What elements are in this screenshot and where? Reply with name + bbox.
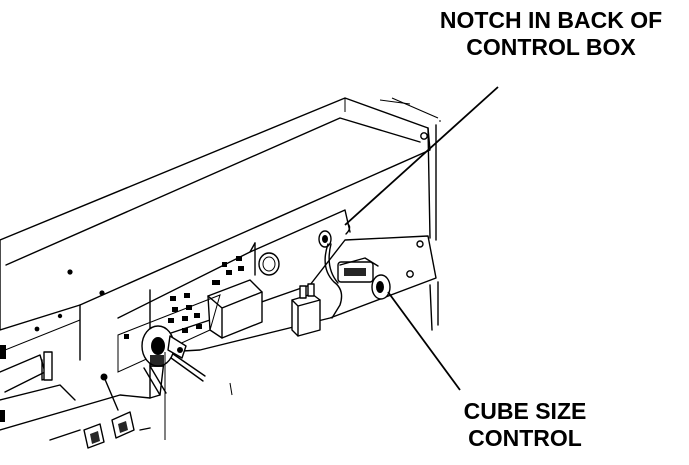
control-box-front xyxy=(0,209,351,361)
cube-size-callout-label: CUBE SIZE CONTROL xyxy=(430,398,620,452)
notch-callout-line-1: NOTCH IN BACK OF xyxy=(439,7,663,33)
cube-size-callout-line-1: CUBE SIZE xyxy=(463,398,587,424)
notch-grommet xyxy=(318,223,351,248)
cube-size-callout-line-2: CONTROL xyxy=(468,425,582,451)
lid-screw xyxy=(57,313,63,319)
lower-switch-panel xyxy=(0,345,233,449)
notch-callout-line-2: CONTROL BOX xyxy=(466,34,636,60)
lid-screw xyxy=(34,326,40,332)
notch-callout-label: NOTCH IN BACK OF CONTROL BOX xyxy=(420,7,682,61)
wire-lead xyxy=(328,243,339,284)
lid-screw xyxy=(420,132,428,140)
rotary-switch xyxy=(141,325,206,396)
cube-size-leader-line xyxy=(387,291,461,391)
terminal-block xyxy=(291,283,321,337)
lid-screw xyxy=(99,290,105,296)
wire-lead xyxy=(324,243,343,319)
cabinet-side xyxy=(391,97,441,331)
cube-size-control xyxy=(337,257,391,300)
circuit-board xyxy=(117,293,221,373)
control-box-lid xyxy=(0,97,431,332)
panel-hole xyxy=(258,252,280,276)
notch-leader-line xyxy=(344,86,499,226)
bracket-screw xyxy=(416,240,424,248)
relay-component xyxy=(207,256,263,339)
bracket-screw xyxy=(406,270,414,278)
lid-screw xyxy=(67,269,73,275)
